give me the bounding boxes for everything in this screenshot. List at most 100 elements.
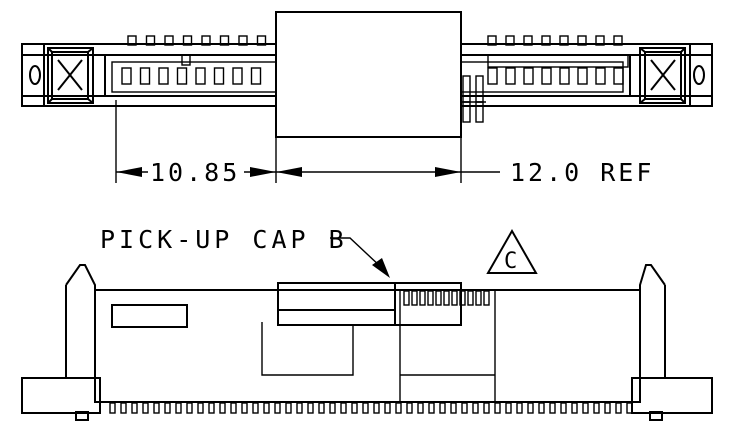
callout-arrowhead xyxy=(372,258,390,278)
pin xyxy=(329,402,336,414)
contact-tab xyxy=(256,35,267,46)
contact-slot xyxy=(139,67,151,85)
side-contact xyxy=(483,290,490,306)
pin xyxy=(494,402,501,414)
pin xyxy=(615,402,622,414)
contact-tab xyxy=(505,35,515,46)
side-contact xyxy=(451,290,458,306)
pin xyxy=(186,402,193,414)
contact-slot xyxy=(577,67,588,85)
pin xyxy=(296,402,303,414)
contact-slot xyxy=(195,67,206,85)
revision-triangle xyxy=(486,228,538,274)
contact-slot xyxy=(595,67,606,85)
contact-slot xyxy=(176,67,188,85)
pin xyxy=(549,402,556,414)
pin xyxy=(219,402,226,414)
pin xyxy=(461,402,468,414)
side-contact xyxy=(443,290,450,306)
side-contact xyxy=(475,290,482,306)
side-view: PICK-UP CAP B C xyxy=(21,225,713,421)
dimension-left-text: 10.85 xyxy=(150,158,240,187)
left-latch xyxy=(21,43,94,107)
pin xyxy=(197,402,204,414)
side-top-contacts xyxy=(403,290,490,306)
pin xyxy=(560,402,567,414)
dimension-lines xyxy=(115,100,500,183)
contact-slot xyxy=(541,67,552,85)
contact-tab xyxy=(127,35,137,46)
contact-key xyxy=(181,54,191,66)
pin xyxy=(472,402,479,414)
pin xyxy=(384,402,391,414)
top-contact-row xyxy=(127,35,629,68)
pin xyxy=(120,402,127,414)
pin xyxy=(483,402,490,414)
pin xyxy=(362,402,369,414)
contact-slot xyxy=(213,67,225,85)
pin xyxy=(593,402,600,414)
pin xyxy=(241,402,248,414)
pin xyxy=(307,402,314,414)
side-contact xyxy=(403,290,410,306)
right-latch xyxy=(639,43,713,107)
pin xyxy=(109,402,116,414)
pin xyxy=(505,402,512,414)
contact-tab xyxy=(164,35,174,46)
contact-slot xyxy=(559,67,570,85)
contact-slot xyxy=(523,67,534,85)
pin xyxy=(582,402,589,414)
contact-tab xyxy=(201,35,211,46)
contact-slot xyxy=(250,67,262,85)
pin xyxy=(208,402,215,414)
pin xyxy=(285,402,292,414)
pin xyxy=(274,402,281,414)
pin xyxy=(450,402,457,414)
pin xyxy=(571,402,578,414)
pin xyxy=(604,402,611,414)
contact-slot xyxy=(613,67,624,85)
top-view xyxy=(21,11,713,138)
pin xyxy=(439,402,446,414)
pin xyxy=(153,402,160,414)
contact-slot xyxy=(505,67,516,85)
contact-slot xyxy=(121,67,132,85)
revision-letter: C xyxy=(504,249,517,274)
lower-pin-features xyxy=(460,75,486,123)
side-contact xyxy=(459,290,466,306)
pin xyxy=(142,402,149,414)
side-contact xyxy=(411,290,418,306)
pin xyxy=(527,402,534,414)
pin xyxy=(538,402,545,414)
contact-tab xyxy=(182,35,193,46)
side-contact xyxy=(419,290,426,306)
pin xyxy=(516,402,523,414)
dimension-right-text: 12.0 REF xyxy=(510,158,654,187)
contact-slot xyxy=(232,67,243,85)
pin xyxy=(175,402,182,414)
pick-up-cap-callout: PICK-UP CAP B xyxy=(100,225,348,254)
contact-tab xyxy=(238,35,248,46)
contact-tab xyxy=(145,35,156,46)
left-post xyxy=(65,264,96,402)
side-body-outline xyxy=(94,289,641,403)
pin xyxy=(406,402,413,414)
contact-slot xyxy=(158,67,169,85)
contact-tab xyxy=(559,35,569,46)
contact-tab xyxy=(487,35,497,46)
contact-slot xyxy=(487,67,498,85)
pin xyxy=(417,402,424,414)
contact-tab xyxy=(541,35,551,46)
pin xyxy=(351,402,358,414)
side-contact xyxy=(427,290,434,306)
contact-tab xyxy=(219,35,230,46)
pin xyxy=(230,402,237,414)
side-pin-row xyxy=(109,402,633,414)
pin xyxy=(263,402,270,414)
label-area xyxy=(111,304,188,328)
contact-bar xyxy=(487,54,629,68)
pin xyxy=(340,402,347,414)
contact-tab xyxy=(523,35,533,46)
pin xyxy=(626,402,633,414)
